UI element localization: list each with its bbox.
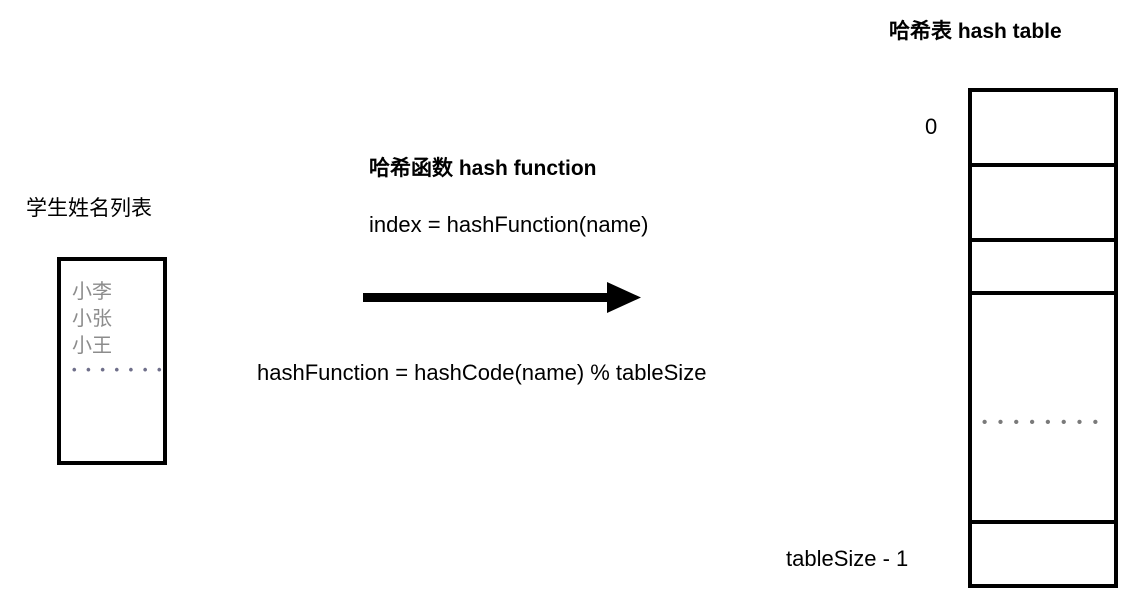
hash-table-cell-last bbox=[972, 524, 1114, 584]
student-list-ellipsis: • • • • • • • bbox=[72, 362, 165, 377]
hash-table-cell-0 bbox=[972, 92, 1114, 167]
hash-table: • • • • • • • • bbox=[968, 88, 1118, 588]
hash-function-title: 哈希函数 hash function bbox=[369, 157, 597, 180]
hash-table-ellipsis: • • • • • • • • bbox=[982, 414, 1102, 431]
hash-table-title: 哈希表 hash table bbox=[889, 20, 1062, 43]
hash-function-expression: index = hashFunction(name) bbox=[369, 212, 649, 237]
hash-table-cell-2 bbox=[972, 242, 1114, 295]
flow-arrow-right-icon bbox=[363, 282, 641, 313]
student-list-box: 小李小张小王 • • • • • • • bbox=[57, 257, 167, 465]
hash-function-definition: hashFunction = hashCode(name) % tableSiz… bbox=[257, 360, 707, 385]
hash-table-index-last: tableSize - 1 bbox=[786, 546, 909, 571]
student-names: 小李小张小王 bbox=[72, 281, 112, 357]
hash-table-cell-1 bbox=[972, 167, 1114, 242]
student-list-title: 学生姓名列表 bbox=[26, 197, 152, 220]
hash-table-index-first: 0 bbox=[925, 114, 938, 139]
hash-table-cell-middle: • • • • • • • • bbox=[972, 295, 1114, 524]
